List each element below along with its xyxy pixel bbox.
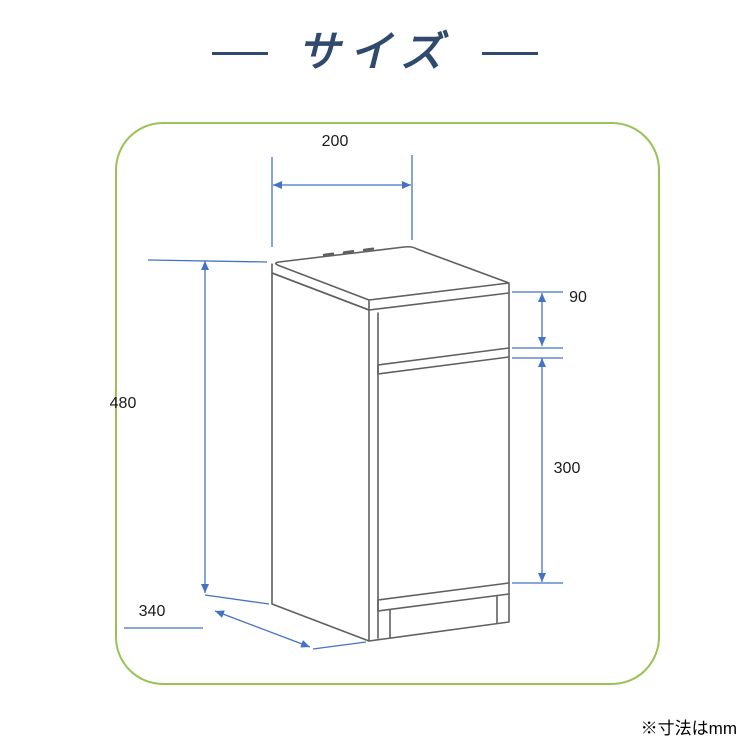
cabinet-front-frame — [368, 292, 510, 642]
unit-note: ※寸法はmm — [640, 719, 737, 738]
page-title: サイズ — [297, 30, 453, 76]
cabinet-drawing — [271, 245, 510, 642]
title-row: サイズ — [0, 30, 750, 76]
cabinet-leg-edges — [389, 595, 498, 639]
dimension-annotations — [124, 155, 563, 650]
title-right-dash — [482, 51, 539, 55]
cabinet-top-surface — [274, 245, 510, 301]
dimension-label-lower-clearance: 300 — [553, 460, 581, 477]
dimension-label-height: 480 — [109, 395, 137, 412]
cabinet-top-vent-holes — [322, 247, 375, 257]
dimension-label-depth: 340 — [138, 603, 166, 620]
dimension-label-upper-clearance: 90 — [569, 289, 587, 306]
depth-dimension-arrow — [214, 610, 311, 648]
cabinet-upper-shelf — [377, 347, 510, 375]
cabinet-bottom-shelf — [377, 582, 510, 612]
depth-extension-right — [312, 641, 367, 650]
height-extension-top — [147, 259, 268, 263]
title-left-dash — [211, 51, 268, 55]
dimension-label-width: 200 — [321, 133, 349, 150]
diagram-frame — [115, 122, 660, 685]
height-extension-bottom — [204, 594, 270, 605]
cabinet-side-panel — [271, 272, 370, 642]
